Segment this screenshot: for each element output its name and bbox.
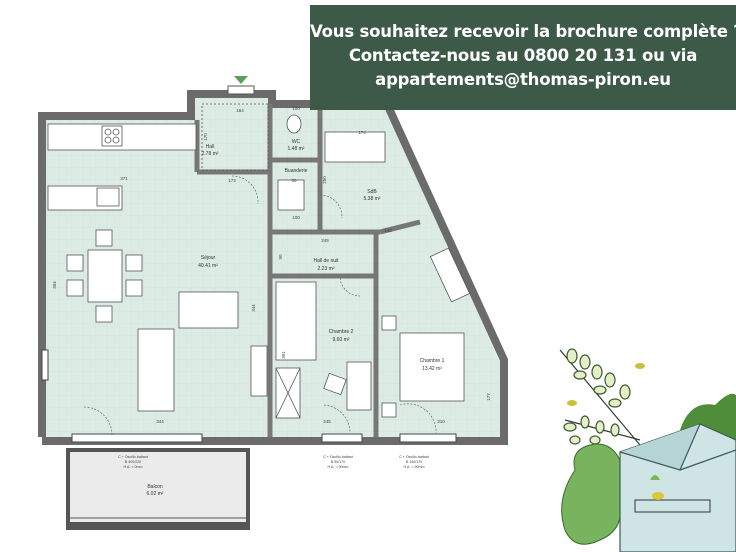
double-bed (399, 332, 465, 402)
dimension: 304 (52, 281, 57, 289)
bathtub (324, 131, 386, 163)
dimension: 344 (251, 304, 256, 312)
room-chambre2-area: 9.60 m² (333, 337, 350, 343)
contact-banner: Vous souhaitez recevoir la brochure comp… (310, 5, 736, 110)
interior-walls (194, 104, 421, 437)
bee-icon (567, 363, 645, 406)
window-ha: H.A. = 90mm (403, 465, 424, 469)
dimension: 80 (291, 178, 297, 183)
dimension: 174 (358, 130, 366, 135)
entrance-arrow-icon (227, 76, 255, 95)
room-labels: Hall 2.78 m² WC 1.48 m² Buanderie SdB 5.… (147, 139, 445, 497)
room-balcon-area: 6.02 m² (147, 491, 164, 497)
banner-line-brochure: Vous souhaitez recevoir la brochure comp… (310, 22, 736, 41)
dimension: 250 (322, 176, 327, 184)
room-hall-nuit-name: Hall de nuit (313, 258, 339, 264)
dimension: 245 (321, 238, 329, 243)
wardrobe-2 (429, 247, 471, 303)
room-balcon-name: Balcon (147, 484, 163, 490)
sofa-2 (137, 328, 175, 412)
room-sejour-area: 40.41 m² (198, 263, 218, 269)
leaves-icon (563, 348, 631, 445)
window-type: C + Oscillo-battant (118, 455, 148, 459)
window-size: B 400/220 (125, 460, 141, 464)
window-type: C + Oscillo-battant (323, 455, 353, 459)
dimension: 245 (323, 419, 331, 424)
window-size: B 90/170 (331, 460, 345, 464)
building-illustration (559, 348, 736, 552)
room-wc-area: 1.48 m² (288, 146, 305, 152)
dimension: 301 (281, 351, 286, 359)
dimension: 173 (228, 178, 236, 183)
furniture (47, 103, 471, 419)
outer-walls (38, 90, 508, 445)
dimension: 140 (384, 228, 392, 233)
sink-icon (96, 187, 120, 207)
window-size: B 140/170 (406, 460, 422, 464)
room-hall-area: 2.78 m² (202, 151, 219, 157)
dimension: 100 (292, 215, 300, 220)
room-sdb-name: SdB (367, 189, 377, 195)
room-chambre2-name: Chambre 2 (329, 329, 354, 335)
dimension: 371 (120, 176, 128, 181)
banner-email-link[interactable]: appartements@thomas-piron.eu (375, 70, 671, 89)
dimension-labels: 164 100 174 371 173 245 140 344 304 344 … (52, 106, 491, 424)
room-buanderie-name: Buanderie (285, 168, 308, 174)
room-chambre1-area: 13.42 m² (422, 366, 442, 372)
chair (323, 372, 347, 396)
dimension: 164 (236, 108, 244, 113)
dimension: 310 (437, 419, 445, 424)
balcony (66, 448, 250, 530)
dimension: 177 (486, 393, 491, 401)
window-ha: H.A. = 0mm (123, 465, 142, 469)
toilet-icon (286, 114, 302, 134)
room-sdb-area: 5.38 m² (364, 196, 381, 202)
washing-machine (277, 179, 305, 211)
dining-table (87, 249, 123, 303)
dimension: 100 (292, 106, 300, 111)
desk (346, 361, 372, 411)
room-hall-name: Hall (206, 144, 215, 150)
windows (41, 349, 457, 443)
doors (83, 175, 437, 436)
room-sejour-name: Séjour (201, 255, 216, 261)
window-type: C + Oscillo-battant (399, 455, 429, 459)
window-labels: C + Oscillo-battant B 400/220 H.A. = 0mm… (118, 455, 429, 469)
cooktop-icon (101, 125, 123, 147)
dimension: 344 (156, 419, 164, 424)
bed-single (275, 281, 317, 361)
room-chambre1-name: Chambre 1 (420, 358, 445, 364)
window-ha: H.A. = 90mm (327, 465, 348, 469)
room-wc-name: WC (292, 139, 301, 145)
sofa (178, 291, 239, 329)
banner-line-phone: Contactez-nous au 0800 20 131 ou via (348, 46, 698, 65)
dimension: 170 (203, 133, 208, 141)
tv-unit (250, 345, 268, 397)
room-hall-nuit-area: 2.23 m² (318, 266, 335, 272)
dimension: 90 (278, 254, 283, 260)
